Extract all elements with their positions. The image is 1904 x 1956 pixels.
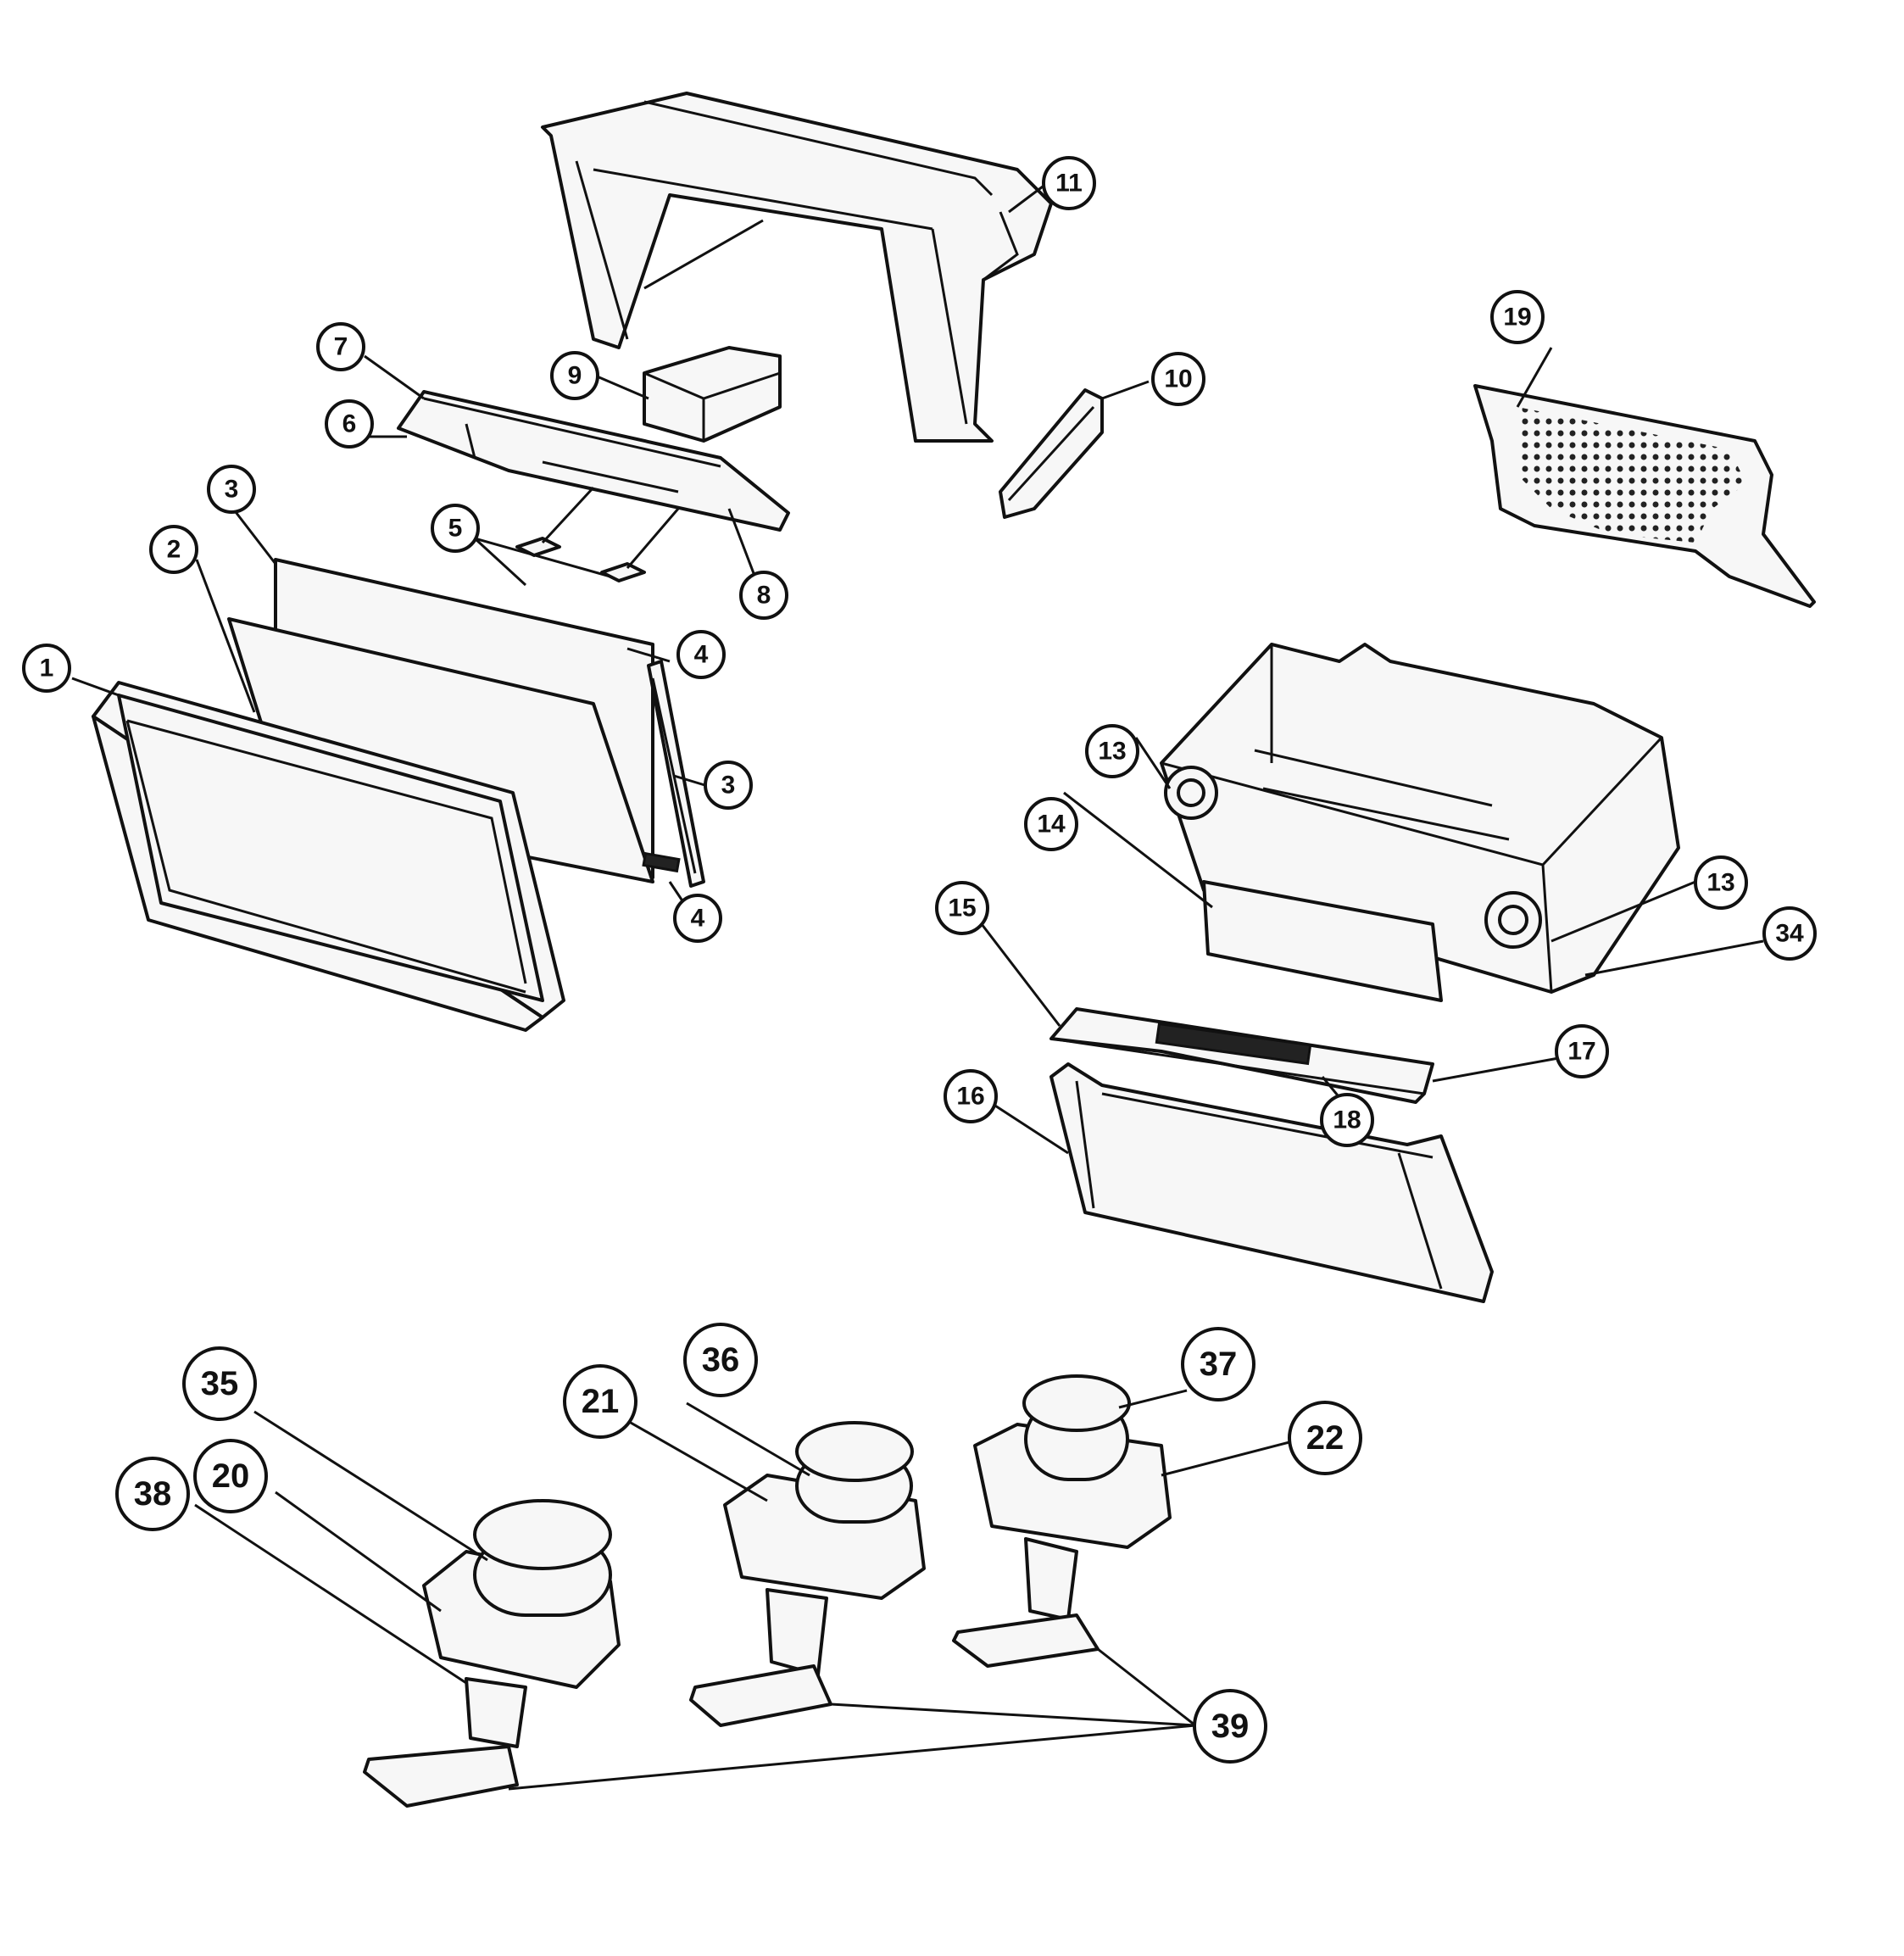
svg-text:3: 3 bbox=[721, 772, 736, 800]
callout-5: 5 bbox=[431, 504, 480, 553]
svg-text:34: 34 bbox=[1775, 920, 1804, 948]
callout-36: 36 bbox=[683, 1323, 758, 1397]
svg-text:5: 5 bbox=[448, 515, 463, 543]
callout-3: 3 bbox=[207, 465, 256, 514]
callout-7: 7 bbox=[316, 322, 365, 371]
callout-19: 19 bbox=[1490, 290, 1545, 344]
callout-6: 6 bbox=[325, 399, 374, 449]
svg-text:14: 14 bbox=[1037, 811, 1066, 839]
callout-11: 11 bbox=[1042, 156, 1096, 210]
callout-18: 18 bbox=[1320, 1093, 1374, 1147]
svg-text:4: 4 bbox=[694, 641, 709, 669]
svg-text:10: 10 bbox=[1164, 365, 1192, 393]
part-bracket-10 bbox=[999, 388, 1104, 519]
callout-4: 4 bbox=[676, 630, 726, 679]
callout-38: 38 bbox=[115, 1457, 190, 1531]
callout-1: 1 bbox=[22, 644, 71, 693]
svg-text:13: 13 bbox=[1706, 869, 1734, 897]
callout-13: 13 bbox=[1694, 855, 1748, 910]
callout-15: 15 bbox=[935, 881, 989, 935]
callout-21: 21 bbox=[563, 1364, 637, 1439]
svg-text:19: 19 bbox=[1503, 304, 1531, 332]
part-rear-cabinet bbox=[541, 92, 1053, 443]
svg-text:11: 11 bbox=[1055, 170, 1083, 198]
part-projector-left bbox=[363, 1499, 621, 1808]
leader-lines bbox=[71, 185, 1764, 1791]
callout-39: 39 bbox=[1193, 1689, 1267, 1764]
callout-35: 35 bbox=[182, 1346, 257, 1421]
callout-13: 13 bbox=[1085, 724, 1139, 778]
callout-20: 20 bbox=[193, 1439, 268, 1513]
callout-14: 14 bbox=[1024, 797, 1078, 851]
callout-34: 34 bbox=[1762, 906, 1817, 961]
svg-text:20: 20 bbox=[212, 1457, 250, 1495]
svg-text:16: 16 bbox=[956, 1083, 984, 1111]
svg-text:22: 22 bbox=[1306, 1419, 1344, 1457]
callout-8: 8 bbox=[739, 571, 788, 620]
svg-text:36: 36 bbox=[702, 1341, 740, 1379]
part-bracket-9 bbox=[643, 346, 782, 443]
callout-3: 3 bbox=[704, 761, 753, 810]
svg-text:4: 4 bbox=[691, 905, 705, 933]
svg-text:38: 38 bbox=[134, 1475, 172, 1513]
callout-16: 16 bbox=[944, 1069, 998, 1123]
part-rear-grille bbox=[1473, 384, 1816, 608]
svg-text:21: 21 bbox=[582, 1383, 620, 1420]
svg-text:37: 37 bbox=[1200, 1346, 1238, 1383]
svg-text:35: 35 bbox=[201, 1365, 239, 1402]
svg-text:17: 17 bbox=[1567, 1038, 1595, 1066]
svg-text:15: 15 bbox=[948, 894, 976, 922]
svg-text:9: 9 bbox=[568, 362, 582, 390]
callout-22: 22 bbox=[1288, 1401, 1362, 1475]
callout-10: 10 bbox=[1151, 352, 1205, 406]
part-front-bezel bbox=[92, 681, 565, 1032]
callout-9: 9 bbox=[550, 351, 599, 400]
svg-text:6: 6 bbox=[342, 410, 357, 438]
part-projector-right bbox=[952, 1374, 1172, 1668]
svg-text:39: 39 bbox=[1211, 1708, 1250, 1745]
callout-37: 37 bbox=[1181, 1327, 1255, 1402]
callout-17: 17 bbox=[1555, 1024, 1609, 1078]
svg-text:18: 18 bbox=[1333, 1106, 1361, 1134]
svg-text:2: 2 bbox=[167, 536, 181, 564]
part-inner-panel bbox=[1202, 880, 1443, 1002]
svg-text:3: 3 bbox=[225, 476, 239, 504]
svg-text:13: 13 bbox=[1098, 738, 1126, 766]
part-top-rail bbox=[397, 390, 790, 532]
svg-text:8: 8 bbox=[757, 582, 771, 610]
part-projector-middle bbox=[689, 1421, 926, 1727]
svg-text:1: 1 bbox=[40, 655, 54, 683]
callout-4: 4 bbox=[673, 894, 722, 943]
callout-2: 2 bbox=[149, 525, 198, 574]
part-bottom-cover bbox=[1049, 1062, 1494, 1303]
part-control-strip bbox=[1049, 1007, 1434, 1104]
svg-text:7: 7 bbox=[334, 333, 348, 361]
